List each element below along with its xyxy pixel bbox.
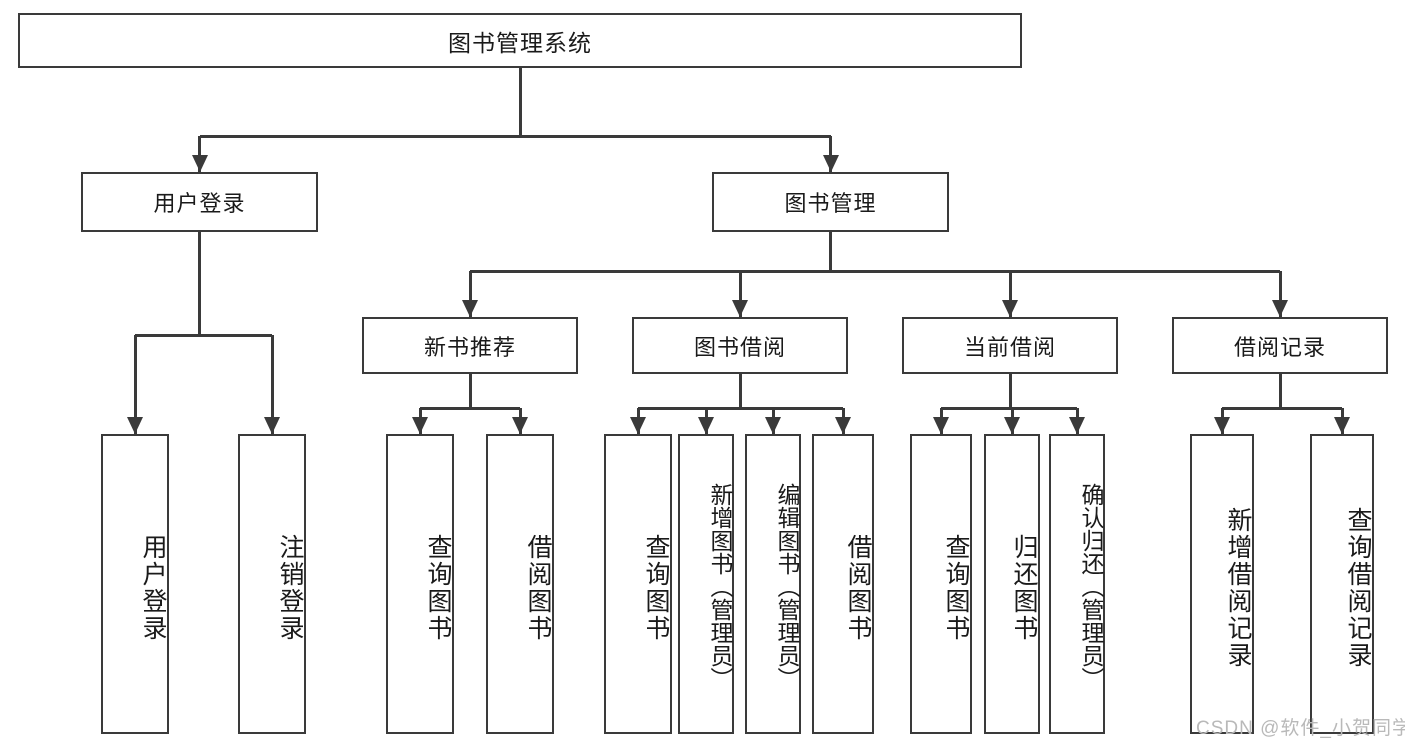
connector-trunk bbox=[198, 232, 201, 335]
leaf-query-book-current[interactable]: 查询图书 bbox=[910, 434, 972, 734]
arrowhead-icon bbox=[732, 300, 748, 317]
connector-bus bbox=[941, 406, 1077, 410]
connector-trunk bbox=[829, 232, 832, 271]
connector-bus bbox=[199, 134, 831, 138]
arrowhead-icon bbox=[1004, 417, 1020, 434]
connector-drop bbox=[1008, 271, 1012, 317]
leaf-query-book-borrow[interactable]: 查询图书 bbox=[604, 434, 672, 734]
connector-drop bbox=[738, 271, 742, 317]
connector-trunk bbox=[518, 68, 522, 136]
leaf-query-book-recommend[interactable]: 查询图书 bbox=[386, 434, 454, 734]
leaf-add-borrow-record[interactable]: 新增借阅记录 bbox=[1190, 434, 1254, 734]
node-book-management[interactable]: 图书管理 bbox=[712, 172, 949, 232]
connector-trunk bbox=[1008, 374, 1012, 408]
connector-trunk bbox=[738, 374, 742, 408]
csdn-watermark: CSDN @软件_小贺同学 bbox=[1196, 718, 1405, 739]
arrowhead-icon bbox=[630, 417, 646, 434]
node-new-book-recommend[interactable]: 新书推荐 bbox=[362, 317, 578, 374]
leaf-borrow-book-recommend[interactable]: 借阅图书 bbox=[486, 434, 554, 734]
connector-bus bbox=[420, 406, 520, 410]
arrowhead-icon bbox=[765, 417, 781, 434]
node-current-borrow[interactable]: 当前借阅 bbox=[902, 317, 1118, 374]
connector-drop bbox=[270, 335, 274, 434]
arrowhead-icon bbox=[191, 155, 208, 172]
node-book-borrow[interactable]: 图书借阅 bbox=[632, 317, 848, 374]
arrowhead-icon bbox=[835, 417, 851, 434]
leaf-query-borrow-record[interactable]: 查询借阅记录 bbox=[1310, 434, 1374, 734]
leaf-borrow-book[interactable]: 借阅图书 bbox=[812, 434, 874, 734]
arrowhead-icon bbox=[1214, 417, 1230, 434]
leaf-user-login[interactable]: 用户登录 bbox=[101, 434, 169, 734]
leaf-edit-book-admin[interactable]: 编辑图书（管理员） bbox=[745, 434, 801, 734]
connector-drop bbox=[198, 136, 201, 172]
connector-bus bbox=[470, 269, 1280, 273]
node-borrow-record[interactable]: 借阅记录 bbox=[1172, 317, 1388, 374]
connector-trunk bbox=[1278, 374, 1282, 408]
node-root-system[interactable]: 图书管理系统 bbox=[18, 13, 1022, 68]
connector-drop bbox=[829, 136, 832, 172]
arrowhead-icon bbox=[822, 155, 839, 172]
leaf-add-book-admin[interactable]: 新增图书（管理员） bbox=[678, 434, 734, 734]
arrowhead-icon bbox=[264, 417, 280, 434]
leaf-return-book[interactable]: 归还图书 bbox=[984, 434, 1040, 734]
arrowhead-icon bbox=[698, 417, 714, 434]
leaf-confirm-return-admin[interactable]: 确认归还（管理员） bbox=[1049, 434, 1105, 734]
connector-bus bbox=[1222, 406, 1342, 410]
connector-bus bbox=[135, 333, 272, 337]
arrowhead-icon bbox=[127, 417, 143, 434]
arrowhead-icon bbox=[462, 300, 478, 317]
arrowhead-icon bbox=[1334, 417, 1350, 434]
node-user-login[interactable]: 用户登录 bbox=[81, 172, 318, 232]
connector-drop bbox=[468, 271, 472, 317]
arrowhead-icon bbox=[933, 417, 949, 434]
arrowhead-icon bbox=[1272, 300, 1288, 317]
arrowhead-icon bbox=[1069, 417, 1085, 434]
connector-drop bbox=[133, 335, 137, 434]
connector-drop bbox=[1278, 271, 1282, 317]
arrowhead-icon bbox=[1002, 300, 1018, 317]
connector-trunk bbox=[468, 374, 472, 408]
arrowhead-icon bbox=[412, 417, 428, 434]
connector-bus bbox=[638, 406, 843, 410]
leaf-logout[interactable]: 注销登录 bbox=[238, 434, 306, 734]
arrowhead-icon bbox=[512, 417, 528, 434]
